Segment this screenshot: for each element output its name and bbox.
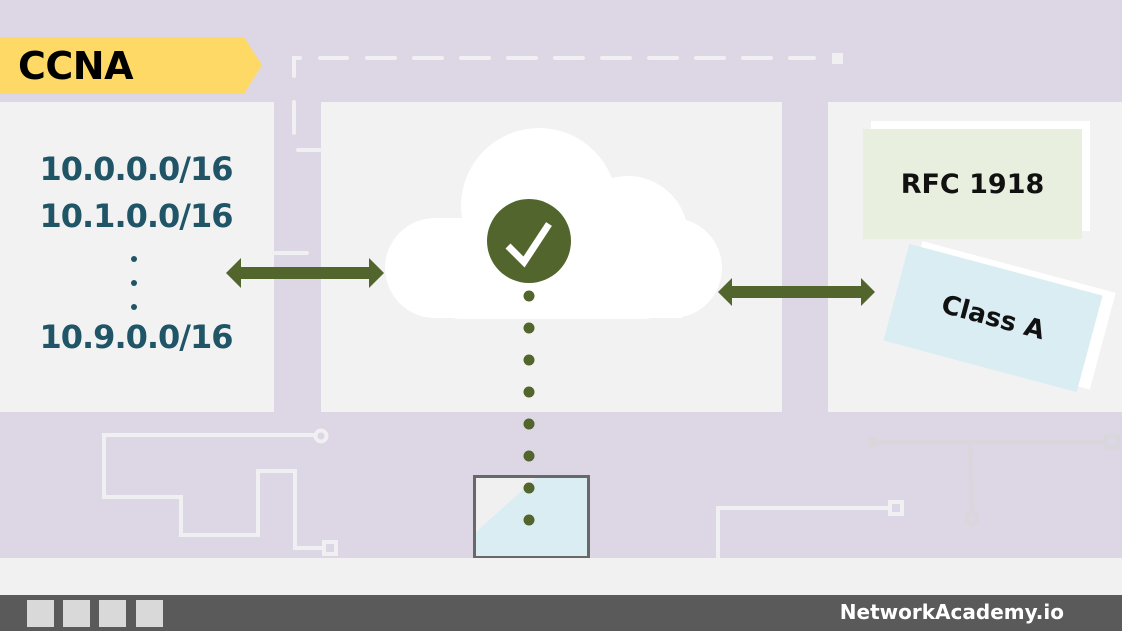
class-a-label: Class A xyxy=(938,289,1048,347)
footer-bar xyxy=(0,595,1122,631)
footer-square xyxy=(63,600,90,627)
footer-square xyxy=(27,600,54,627)
rfc-1918-label: RFC 1918 xyxy=(900,168,1045,200)
dotted-connector xyxy=(523,290,535,526)
rfc-1918-card: RFC 1918 xyxy=(863,129,1082,239)
banner-shape xyxy=(0,37,262,94)
brand-label: NetworkAcademy.io xyxy=(839,600,1064,624)
footer-square xyxy=(99,600,126,627)
subnet-2: 10.9.0.0/16 xyxy=(39,318,233,356)
left-panel xyxy=(0,102,274,412)
double-arrow-left xyxy=(226,258,384,288)
ellipsis-dot xyxy=(131,280,137,286)
check-circle-icon xyxy=(487,199,571,283)
ellipsis-dot xyxy=(131,256,137,262)
footer-square xyxy=(136,600,163,627)
double-arrow-right xyxy=(718,278,875,306)
ellipsis-dot xyxy=(131,304,137,310)
banner-title: CCNA xyxy=(18,44,134,88)
subnet-1: 10.1.0.0/16 xyxy=(39,197,233,235)
subnet-0: 10.0.0.0/16 xyxy=(39,150,233,188)
bottom-strip xyxy=(0,558,1122,595)
